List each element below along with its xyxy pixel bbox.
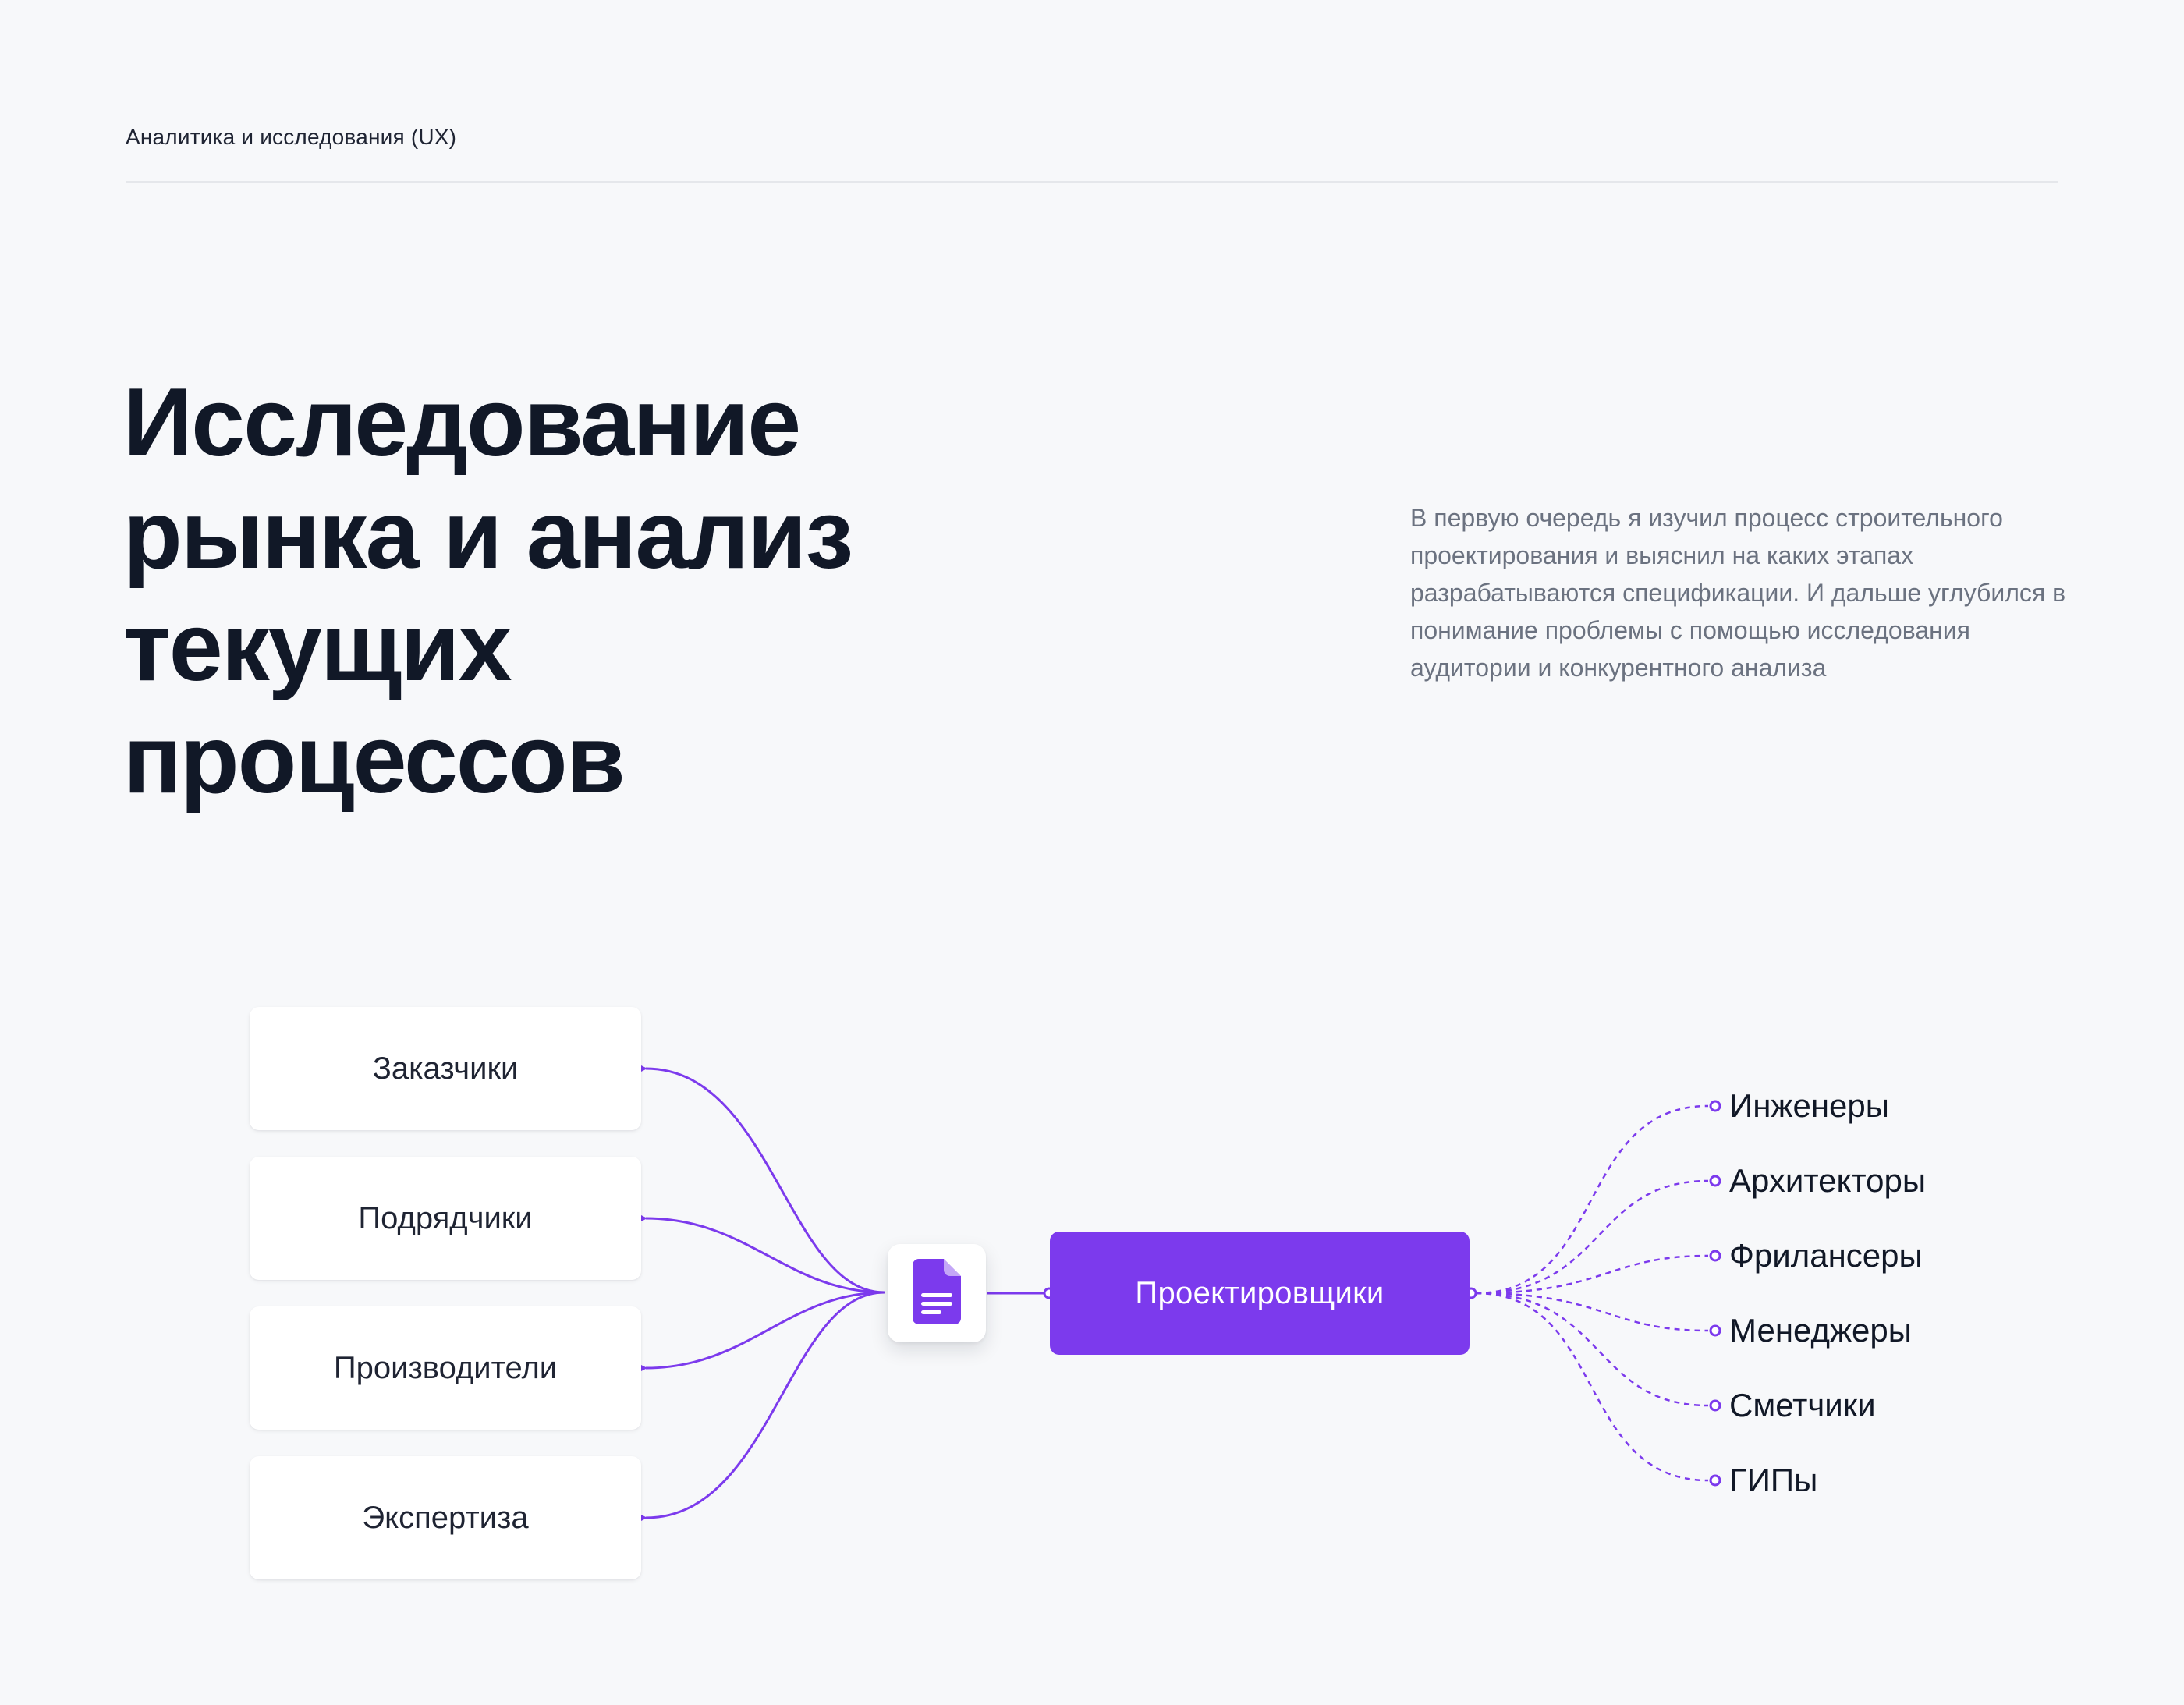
- page-title: Исследование рынка и анализ текущих проц…: [123, 367, 981, 816]
- title-line: текущих: [123, 594, 512, 701]
- section-eyebrow: Аналитика и исследования (UX): [126, 125, 457, 149]
- role-label-inzhenery: Инженеры: [1729, 1087, 1889, 1124]
- stakeholder-card-zakazchiki: Заказчики: [250, 1007, 641, 1130]
- stakeholder-card-ekspertiza: Экспертиза: [250, 1456, 641, 1579]
- connector-frilansery: [1475, 1254, 1709, 1295]
- connector-gipy: [1475, 1292, 1709, 1482]
- role-dot: [1709, 1399, 1721, 1412]
- stakeholder-card-proizvoditeli: Производители: [250, 1306, 641, 1430]
- role-dot: [1709, 1324, 1721, 1337]
- hub-node: [888, 1244, 986, 1342]
- connector-smetchiki: [1475, 1292, 1709, 1407]
- title-line: Исследование: [123, 369, 801, 477]
- role-label-arhitektory: Архитекторы: [1729, 1162, 1926, 1199]
- connector-inzhenery: [1475, 1104, 1709, 1295]
- role-dot: [1709, 1100, 1721, 1112]
- role-label-frilansery: Фрилансеры: [1729, 1237, 1923, 1274]
- role-label-smetchiki: Сметчики: [1729, 1387, 1876, 1423]
- connector-proizvoditeli: [637, 1291, 885, 1374]
- title-line: рынка и анализ: [123, 481, 853, 589]
- connector-podryadchiki: [637, 1213, 885, 1294]
- intro-paragraph: В первую очередь я изучил процесс строит…: [1410, 504, 2066, 682]
- connector-menedzhery: [1475, 1292, 1709, 1332]
- role-dot: [1709, 1474, 1721, 1487]
- document-icon: [913, 1258, 961, 1328]
- connector-ekspertiza: [637, 1291, 885, 1523]
- connector-zakazchiki: [637, 1063, 885, 1294]
- role-label-menedzhery: Менеджеры: [1729, 1312, 1912, 1349]
- main-node-proektirovshchiki: Проектировщики: [1050, 1232, 1470, 1355]
- stakeholder-card-podryadchiki: Подрядчики: [250, 1157, 641, 1280]
- connector-arhitektory: [1475, 1179, 1709, 1295]
- role-label-gipy: ГИПы: [1729, 1462, 1818, 1498]
- title-line: процессов: [123, 706, 626, 814]
- role-dot: [1709, 1250, 1721, 1262]
- role-dot: [1709, 1175, 1721, 1187]
- header-divider: [126, 181, 2058, 183]
